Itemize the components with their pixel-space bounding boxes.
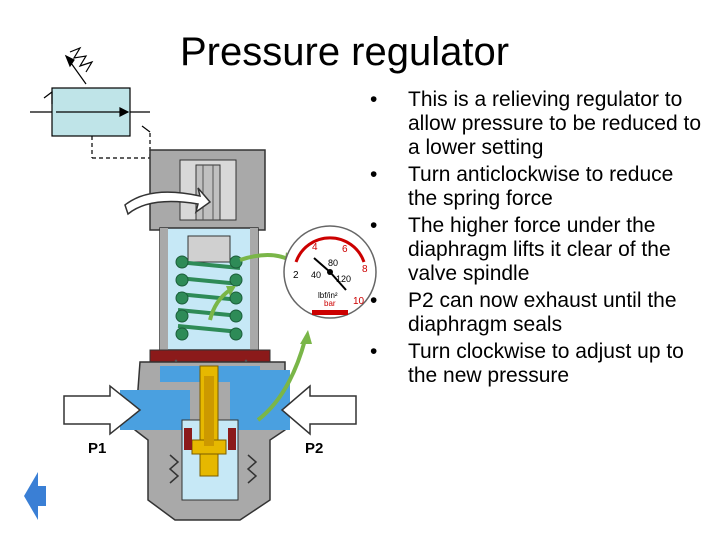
- inlet-port-label: P1: [88, 440, 107, 457]
- gauge-inner-tick-label: 40: [311, 270, 321, 280]
- adjust-arrow-icon: [124, 187, 212, 216]
- bullet-item: This is a relieving regulator to allow p…: [368, 88, 708, 160]
- bullet-item: The higher force under the diaphragm lif…: [368, 214, 708, 286]
- bullet-item: Turn clockwise to adjust up to the new p…: [368, 340, 708, 388]
- outlet-arrow-icon: [280, 384, 357, 436]
- pressure-gauge: 2 4 6 8 10 40 80 120 lbf/in² bar: [283, 225, 377, 319]
- outlet-port-label: P2: [305, 440, 324, 457]
- gauge-inner-tick-label: 80: [328, 258, 338, 268]
- inlet-arrow-icon: [63, 384, 142, 436]
- gauge-tick-label: 8: [362, 264, 368, 275]
- gauge-inner-tick-label: 120: [336, 274, 351, 284]
- gauge-tick-label: 2: [293, 270, 299, 281]
- gauge-brand-logo: [312, 310, 348, 315]
- regulator-body: [63, 149, 357, 521]
- gauge-unit-psi: lbf/in²: [318, 291, 338, 300]
- slide-title: Pressure regulator: [180, 30, 510, 74]
- gauge-needle: [313, 257, 331, 273]
- gauge-unit-bar: bar: [324, 299, 336, 308]
- gauge-tick-label: 6: [342, 244, 348, 255]
- bullet-item: Turn anticlockwise to reduce the spring …: [368, 163, 708, 211]
- diaphragm: [149, 349, 271, 363]
- bullet-item: P2 can now exhaust until the diaphragm s…: [368, 289, 708, 337]
- gauge-tick-label: 10: [353, 296, 365, 307]
- bullet-list: This is a relieving regulator to allow p…: [368, 88, 708, 391]
- iso-regulator-symbol: [30, 46, 151, 159]
- back-nav-icon[interactable]: [24, 472, 46, 520]
- gauge-tick-label: 4: [312, 242, 318, 253]
- valve-spindle: [191, 365, 227, 477]
